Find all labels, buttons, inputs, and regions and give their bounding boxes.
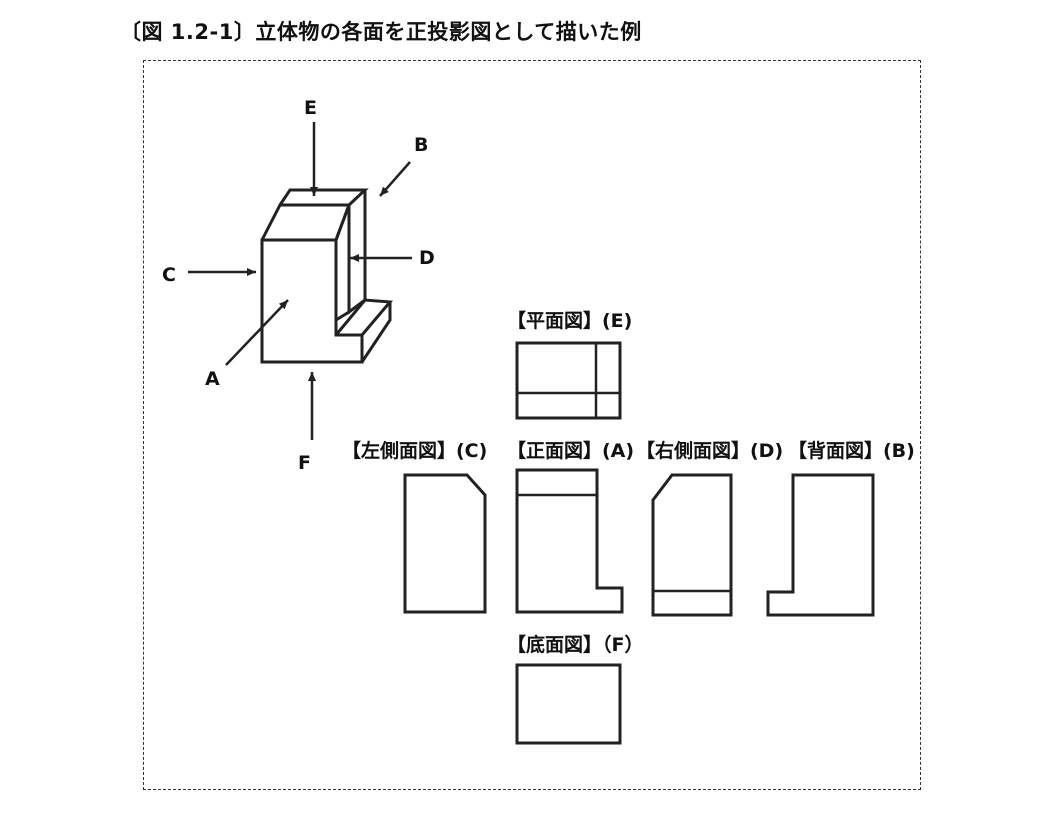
arrow-a — [225, 299, 289, 366]
column-inner-edge — [335, 310, 350, 322]
right-view-label: 【右側面図】(D) — [636, 439, 783, 462]
label-e: E — [304, 97, 317, 119]
label-a: A — [205, 368, 220, 390]
plan-view-label: 【平面図】(E) — [507, 309, 632, 332]
right-column-face — [347, 190, 367, 315]
figure-frame — [143, 60, 921, 790]
left-side-view — [403, 473, 487, 614]
view-arrows — [188, 122, 412, 440]
back-view — [766, 473, 875, 617]
column-edge — [334, 204, 351, 241]
label-b: B — [414, 134, 428, 156]
back-view-label: 【背面図】(B) — [788, 439, 915, 462]
front-face-outline — [260, 238, 364, 364]
label-d: D — [419, 247, 435, 269]
step-top-face — [334, 298, 394, 336]
top-face — [278, 188, 369, 207]
figure-title: 〔図 1.2-1〕立体物の各面を正投影図として描いた例 — [120, 20, 642, 44]
bottom-view — [515, 663, 622, 745]
left-view-label: 【左側面図】(C) — [342, 439, 487, 462]
arrow-b — [379, 161, 411, 197]
isometric-object — [260, 188, 394, 364]
bottom-view-label: 【底面図】（F） — [507, 633, 643, 656]
top-chamfer-face — [260, 203, 352, 241]
front-view-label: 【正面図】(A) — [507, 439, 634, 462]
label-c: C — [162, 264, 176, 286]
front-view — [515, 468, 624, 614]
step-side-face — [360, 302, 392, 363]
right-side-view — [651, 473, 733, 617]
label-f: F — [298, 452, 311, 474]
plan-view — [515, 341, 622, 420]
